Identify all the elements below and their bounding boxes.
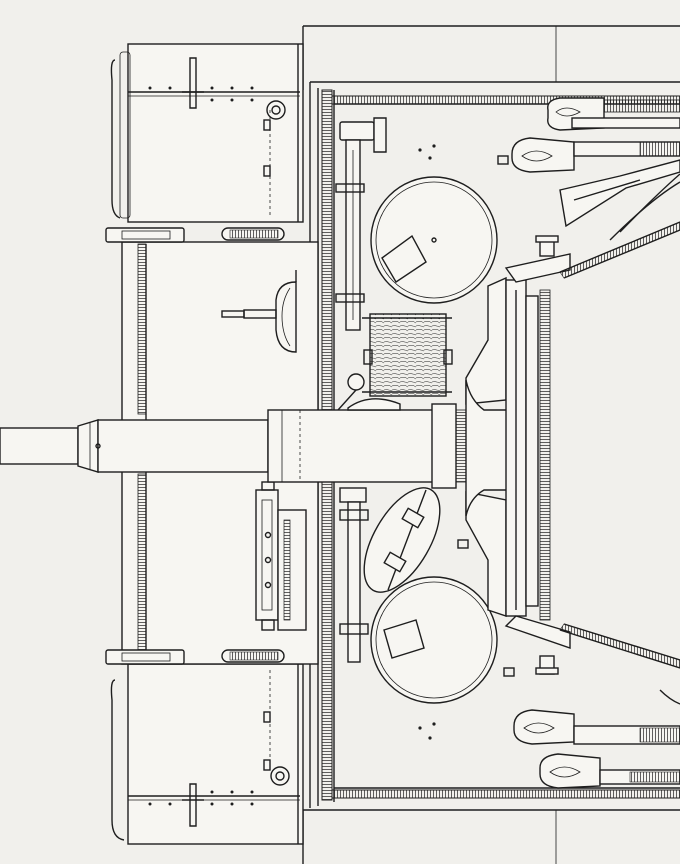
small-lever: [337, 373, 401, 411]
left-upper-stowage-box: [110, 43, 304, 223]
left-lower-stowage-box: [110, 663, 304, 845]
oval-tool-case: [363, 487, 441, 593]
driver-visor: [255, 481, 307, 631]
upper-round-stowage-bin: [370, 176, 498, 304]
interior-bolts: [418, 144, 436, 740]
tow-cables-upper: [497, 97, 680, 228]
wooden-block: [362, 313, 453, 397]
gun-barrel: [0, 403, 467, 489]
crew-hatch-edge: [559, 173, 680, 705]
tow-cables-lower: [513, 709, 680, 789]
lower-round-stowage-bin: [370, 576, 498, 704]
headlight: [221, 270, 297, 353]
wrench-tool-lower: [339, 487, 369, 663]
hammer-tool: [335, 117, 387, 331]
